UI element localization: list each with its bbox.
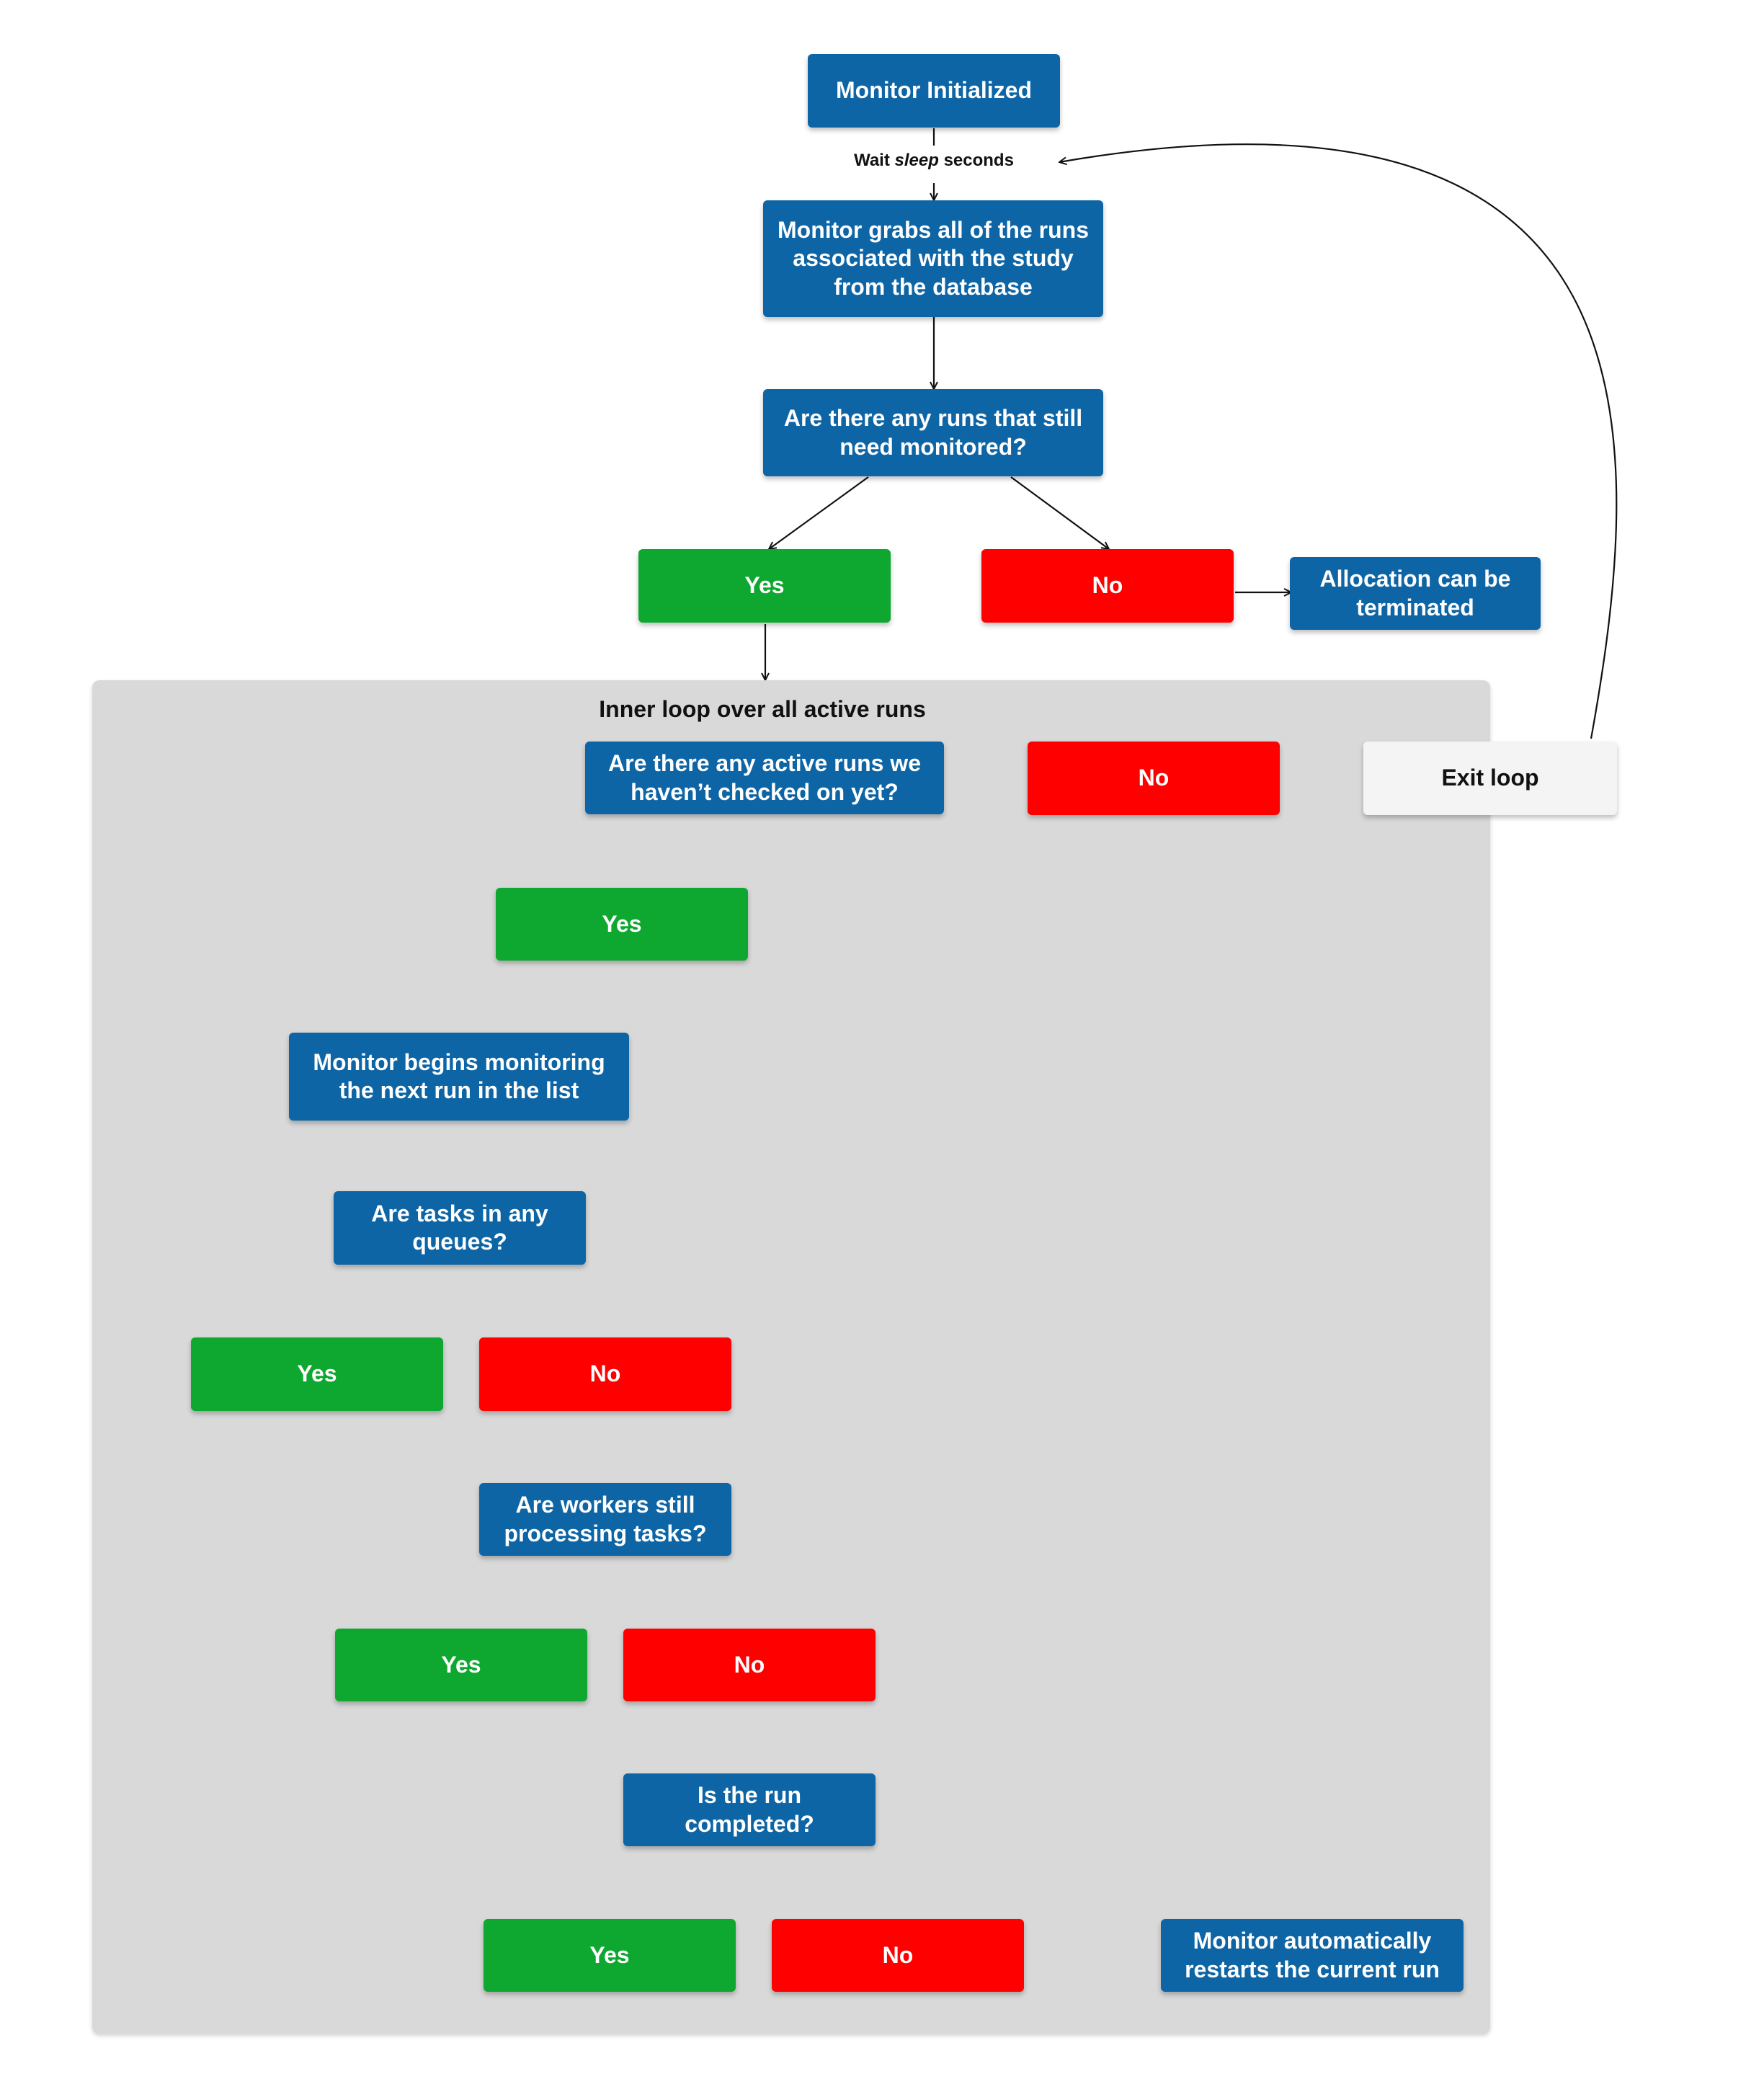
yes-active-runs-node: Yes	[496, 888, 748, 961]
run-completed-decision: Is the run completed?	[623, 1773, 876, 1846]
monitor-initialized-node: Monitor Initialized	[808, 54, 1060, 128]
begin-monitoring-node: Monitor begins monitoring the next run i…	[289, 1033, 629, 1121]
no-completed-node: No	[772, 1919, 1024, 1992]
edge-exit-to-wait	[1059, 143, 1618, 739]
grab-runs-node: Monitor grabs all of the runs associated…	[763, 200, 1103, 317]
workers-processing-decision: Are workers still processing tasks?	[479, 1483, 731, 1556]
allocation-terminated-node: Allocation can be terminated	[1290, 557, 1541, 630]
tasks-in-queues-decision: Are tasks in any queues?	[334, 1191, 586, 1265]
edge-decision-to-yes	[769, 476, 869, 549]
no-runs-node: No	[981, 549, 1234, 623]
yes-runs-node: Yes	[638, 549, 891, 623]
wait-sleep-label: Wait sleep seconds	[854, 151, 1014, 170]
exit-loop-node: Exit loop	[1363, 742, 1617, 815]
inner-loop-title: Inner loop over all active runs	[599, 696, 926, 722]
active-runs-unchecked-decision: Are there any active runs we haven’t che…	[585, 742, 944, 814]
no-tasks-node: No	[479, 1337, 731, 1411]
no-workers-node: No	[623, 1629, 876, 1701]
yes-completed-node: Yes	[484, 1919, 736, 1992]
no-active-runs-node: No	[1028, 742, 1280, 815]
yes-tasks-node: Yes	[191, 1337, 443, 1411]
restart-run-node: Monitor automatically restarts the curre…	[1161, 1919, 1464, 1992]
yes-workers-node: Yes	[335, 1629, 587, 1701]
runs-need-monitoring-decision: Are there any runs that still need monit…	[763, 389, 1103, 476]
edge-decision-to-no	[1010, 476, 1109, 549]
